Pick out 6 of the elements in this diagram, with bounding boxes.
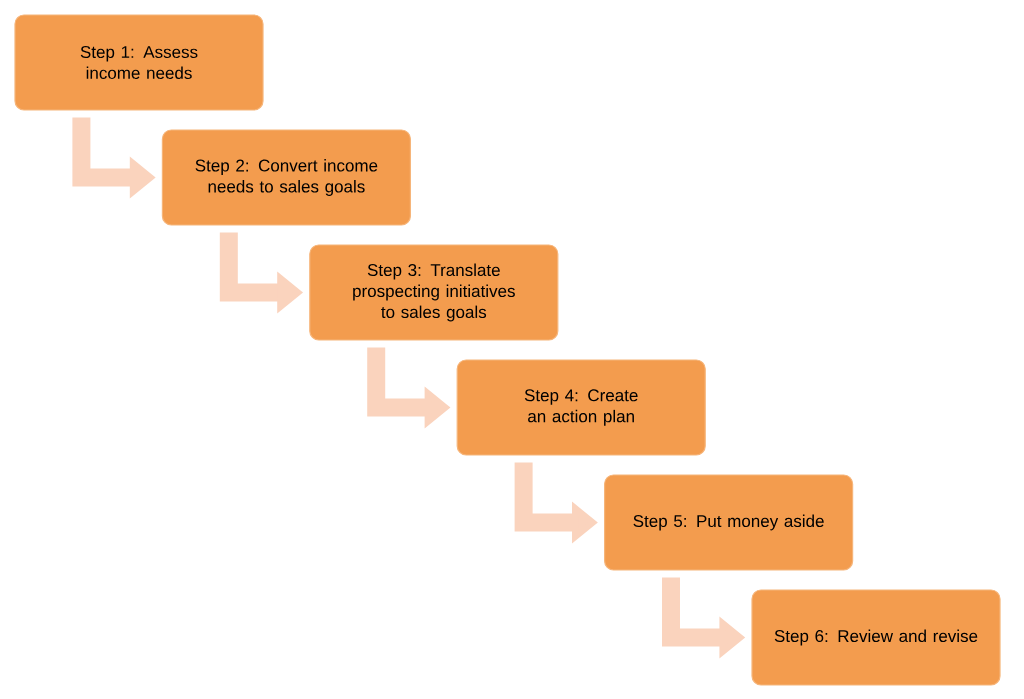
step-box: Step 6: Review and revise	[751, 589, 1001, 686]
step-box: Step 4: Create an action plan	[456, 359, 706, 456]
step-box: Step 3: Translate prospecting initiatives to sales goals	[309, 244, 559, 341]
step-box: Step 2: Convert income needs to sales goals	[161, 129, 411, 226]
step-box: Step 1: Assess income needs	[14, 14, 264, 111]
step-box: Step 5: Put money aside	[604, 474, 854, 571]
